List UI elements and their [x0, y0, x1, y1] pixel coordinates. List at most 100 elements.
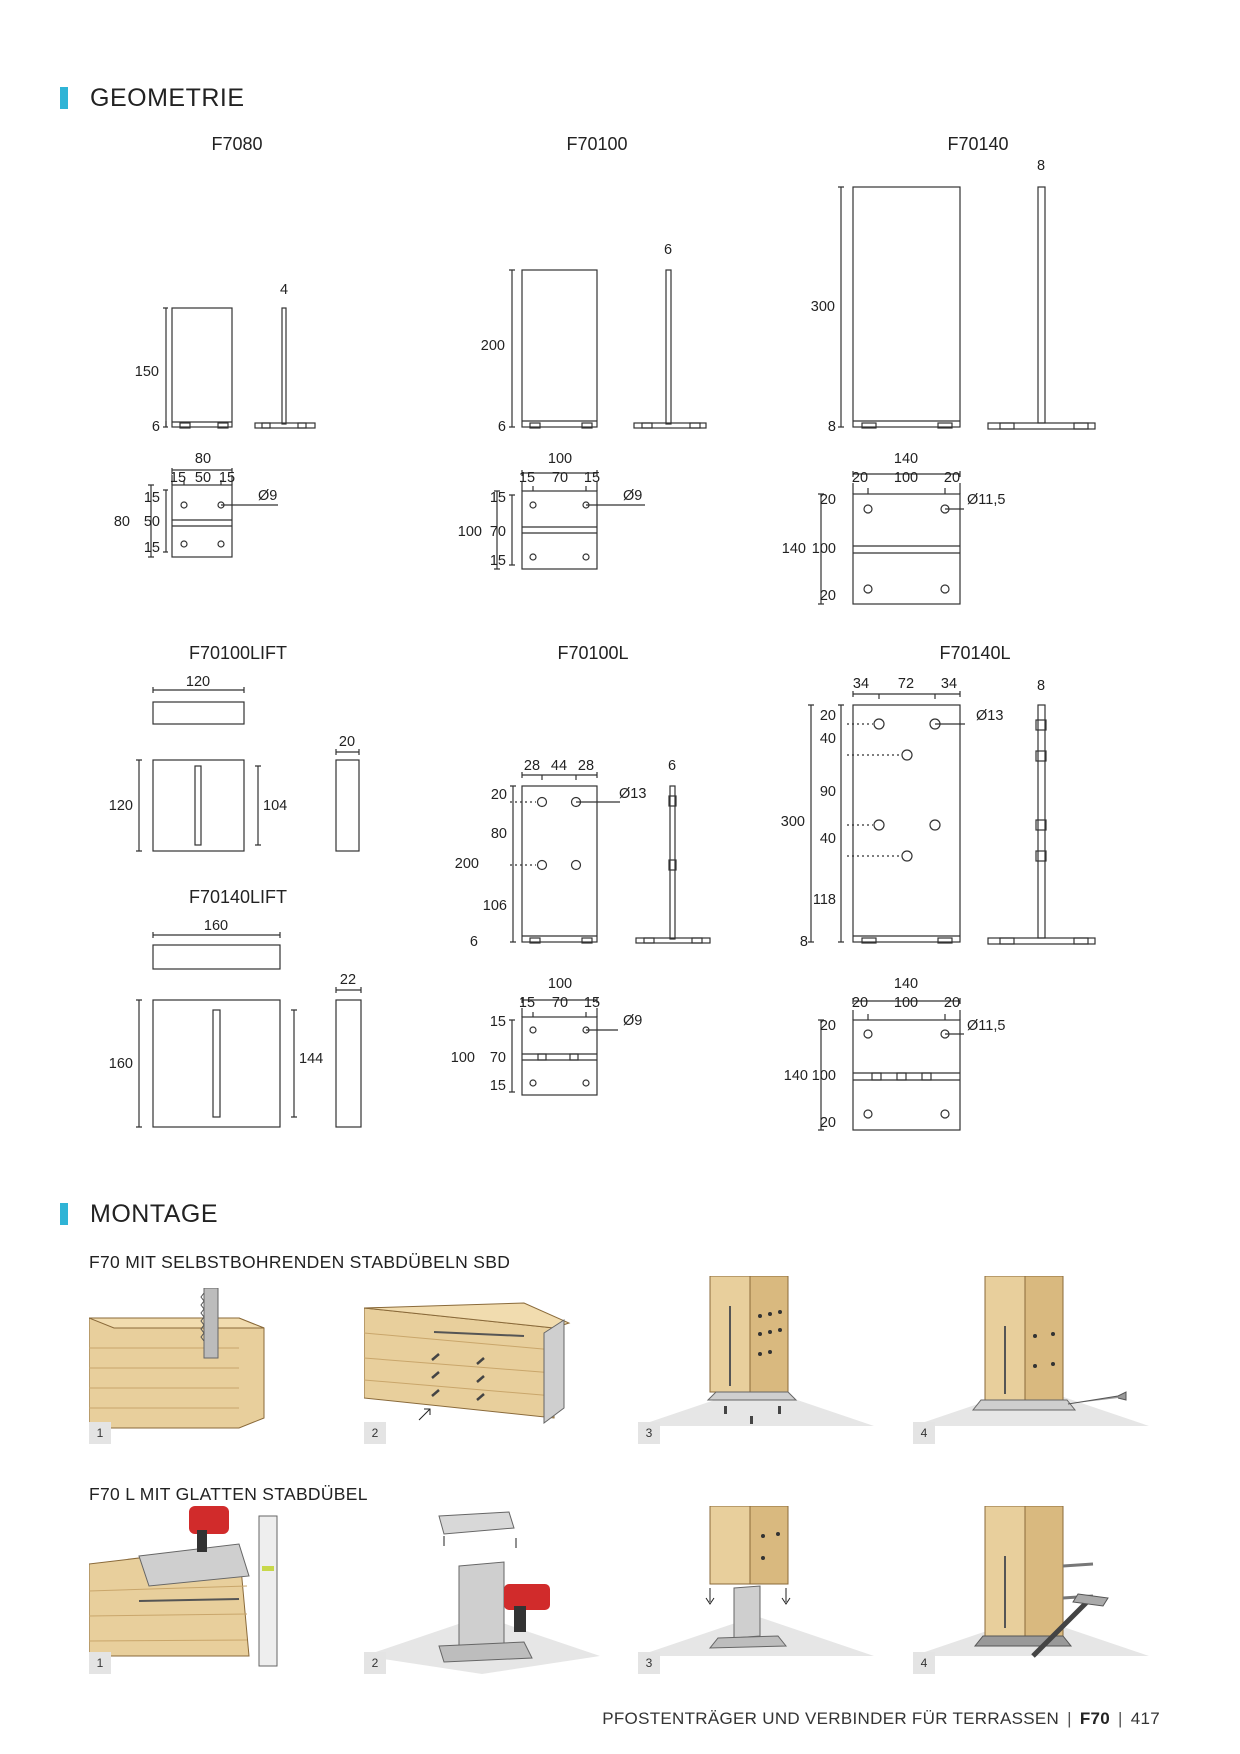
footer-code: F70	[1079, 1709, 1111, 1728]
dim: 15	[519, 995, 535, 1011]
montage-title: MONTAGE	[90, 1200, 219, 1228]
dim: 200	[481, 338, 505, 354]
dim: 8	[828, 419, 836, 435]
dim: 300	[811, 299, 835, 315]
montage-l-step-2: 2	[364, 1506, 600, 1674]
accent-bar	[60, 87, 68, 109]
dim: 100	[894, 470, 918, 486]
dim: 15	[584, 470, 600, 486]
dim: 106	[483, 898, 507, 914]
step-number: 2	[364, 1422, 386, 1444]
dim: 104	[263, 798, 287, 814]
dim: 70	[552, 995, 568, 1011]
dim: 28	[524, 758, 540, 774]
dim: 118	[813, 892, 836, 908]
dim: 40	[820, 831, 836, 847]
dim: Ø13	[976, 708, 1003, 724]
dim: 140	[894, 451, 918, 467]
montage-l-step-1: 1	[89, 1506, 325, 1674]
footer-text: PFOSTENTRÄGER UND VERBINDER FÜR TERRASSE…	[602, 1709, 1060, 1728]
model-f70100lift: F70100LIFT	[189, 643, 287, 663]
dim: 15	[490, 553, 506, 569]
dim: 20	[820, 1115, 836, 1131]
dim: 80	[195, 451, 211, 467]
dim: 100	[451, 1050, 475, 1066]
f70140-base-plate	[852, 493, 961, 605]
dim: 34	[853, 676, 869, 692]
dim: 200	[455, 856, 479, 872]
dim: Ø9	[258, 488, 277, 504]
dim: 140	[894, 976, 918, 992]
f70100l-side-plate	[669, 785, 676, 940]
dim: 20	[852, 995, 868, 1011]
dim: 20	[852, 470, 868, 486]
beam-sawing-illustration	[89, 1288, 265, 1429]
geometrie-title: GEOMETRIE	[90, 84, 245, 112]
dim: 28	[578, 758, 594, 774]
post-placement-illustration	[638, 1276, 874, 1426]
model-f70140: F70140	[947, 134, 1008, 154]
f70140-front-plate	[852, 186, 961, 428]
dim: 34	[941, 676, 957, 692]
dim: 20	[944, 470, 960, 486]
dim: 6	[664, 242, 672, 258]
dim: 80	[114, 514, 130, 530]
model-f7080: F7080	[211, 134, 262, 154]
f70100lift-top	[152, 701, 245, 725]
dim: 160	[109, 1056, 133, 1072]
f70100l-front-plate	[521, 785, 598, 943]
dim: 15	[490, 1078, 506, 1094]
step-number: 3	[638, 1652, 660, 1674]
dim: 90	[820, 784, 836, 800]
page-number: 417	[1130, 1709, 1160, 1728]
dim: 20	[944, 995, 960, 1011]
dim: 100	[812, 1068, 836, 1084]
dim: 144	[299, 1051, 323, 1067]
dim: 50	[195, 470, 211, 486]
dim: Ø9	[623, 488, 642, 504]
f70100-front-plate	[521, 269, 598, 428]
dim: 6	[668, 758, 676, 774]
dim: 4	[280, 282, 288, 298]
step-number: 1	[89, 1652, 111, 1674]
dim: 8	[800, 934, 808, 950]
model-f70140l: F70140L	[939, 643, 1010, 663]
dim: 80	[491, 826, 507, 842]
dim: Ø11,5	[967, 492, 1005, 508]
montage-sbd-title: F70 MIT SELBSTBOHRENDEN STABDÜBELN SBD	[89, 1252, 511, 1272]
model-f70140lift: F70140LIFT	[189, 887, 287, 907]
post-fixing-illustration	[913, 1276, 1149, 1426]
dim: 6	[470, 934, 478, 950]
dim: Ø11,5	[967, 1018, 1005, 1034]
f7080-side-plate	[281, 307, 287, 425]
step-number: 4	[913, 1422, 935, 1444]
f70140l-base-plate	[852, 1019, 961, 1131]
dim: 22	[340, 972, 356, 988]
f70140-side-plate	[1037, 186, 1046, 424]
dim: 160	[204, 918, 228, 934]
beam-drilling-illustration	[89, 1506, 278, 1667]
step-number: 3	[638, 1422, 660, 1444]
dim: 15	[490, 490, 506, 506]
dim: 20	[820, 708, 836, 724]
dim: 20	[820, 1018, 836, 1034]
accent-bar	[60, 1203, 68, 1225]
dim: 15	[144, 490, 160, 506]
dim: 300	[781, 814, 805, 830]
f70100lift-side	[335, 759, 360, 852]
dim: Ø13	[619, 786, 646, 802]
dim: 100	[894, 995, 918, 1011]
dim: 20	[339, 734, 355, 750]
dim: 44	[551, 758, 567, 774]
f7080-base-plate	[171, 484, 233, 558]
section-title-montage: MONTAGE	[60, 1200, 218, 1229]
dim: 15	[144, 540, 160, 556]
montage-sbd-step-4: 4	[913, 1276, 1149, 1444]
dim: 70	[552, 470, 568, 486]
dim: 100	[548, 976, 572, 992]
dim: 20	[820, 492, 836, 508]
step-number: 4	[913, 1652, 935, 1674]
f70100-base-plate	[521, 490, 598, 570]
step-number: 1	[89, 1422, 111, 1444]
montage-sbd-step-2: 2	[364, 1288, 600, 1444]
